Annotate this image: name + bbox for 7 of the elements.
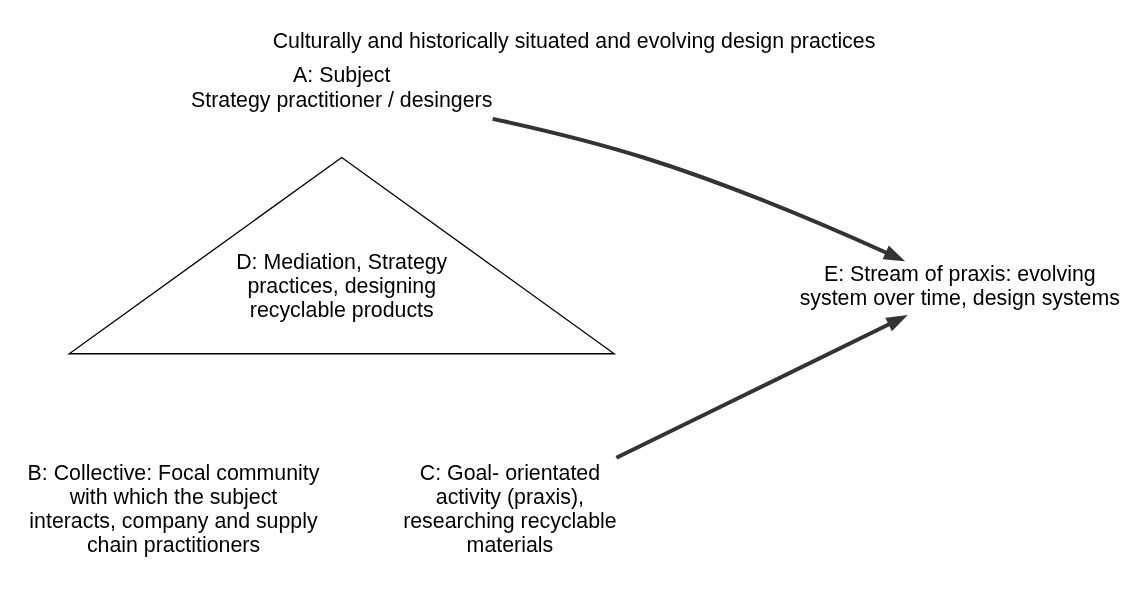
arrow — [492, 116, 906, 262]
diagram-title: Culturally and historically situated and evolving design practices — [272, 28, 876, 53]
node-text: A: Subject Strategy practitioner / desingers — [191, 63, 493, 112]
node-text: E: Stream of praxis: evolving system over time, design systems — [799, 262, 1120, 311]
node-text: B: Collective: Focal community with which the subject interacts, company and supply chain practitioners — [27, 461, 320, 558]
node-text: C: Goal- orientated activity (praxis), researching recyclable materials — [403, 461, 617, 558]
arrow — [615, 315, 908, 460]
